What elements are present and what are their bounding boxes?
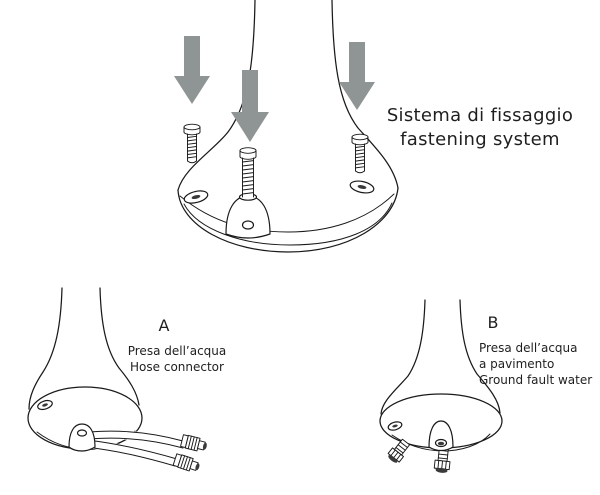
- caption-a-line2: Hose connector: [130, 360, 224, 374]
- caption-b-line3: Ground fault water: [479, 373, 593, 387]
- diagram-title: Sistema di fissaggio fastening system: [372, 104, 588, 152]
- hose-connector-illustration: [27, 287, 207, 472]
- floor-fitting-angled: [387, 438, 411, 463]
- anchor-dome-b: [428, 420, 454, 452]
- hose-fitting: [180, 434, 207, 452]
- caption-b-line1: Presa dell’acqua: [479, 341, 578, 355]
- down-arrow-icon: [174, 36, 210, 104]
- hose-pair: [84, 430, 207, 472]
- right-screw: [351, 133, 369, 174]
- section-a-label: A: [158, 316, 170, 335]
- center-anchor-screw: [239, 147, 257, 198]
- caption-a-line1: Presa dell’acqua: [127, 344, 227, 358]
- hose-fitting: [172, 453, 200, 472]
- anchor-dome-a: [68, 423, 96, 452]
- left-screw: [183, 123, 201, 164]
- section-a-caption: Presa dell’acqua Hose connector: [101, 343, 253, 375]
- section-b-label: B: [487, 313, 499, 332]
- anchor-dome: [225, 193, 271, 239]
- title-line-italian: Sistema di fissaggio: [386, 105, 574, 126]
- base-left-hole-b: [387, 421, 403, 431]
- down-arrow-icon: [231, 70, 269, 142]
- down-arrow-icon: [339, 42, 375, 110]
- fastening-system-illustration: [174, 0, 399, 253]
- base-left-hole-a: [37, 399, 53, 411]
- floor-connection-illustration: [379, 299, 503, 473]
- section-b-caption: Presa dell’acqua a pavimento Ground faul…: [479, 340, 600, 388]
- title-line-english: fastening system: [400, 129, 560, 150]
- base-left-hole: [183, 190, 209, 204]
- column-base-outline: [177, 0, 399, 253]
- base-right-hole: [349, 180, 375, 194]
- caption-b-line2: a pavimento: [479, 357, 555, 371]
